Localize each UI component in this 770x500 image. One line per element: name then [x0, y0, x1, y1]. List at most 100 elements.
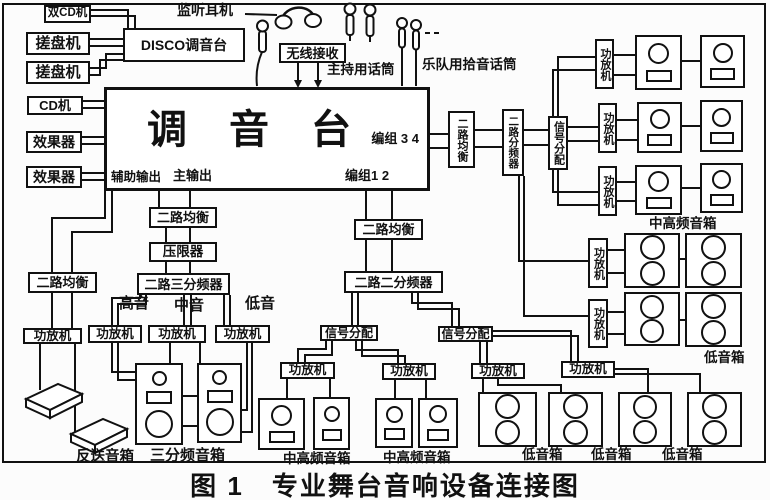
speaker-cone-icon: [323, 406, 340, 422]
crossover-2way-box: 二路二分频器: [344, 271, 443, 293]
amp-bottom-1-box: 功放机: [280, 362, 335, 379]
wire: [552, 170, 598, 193]
wire: [557, 56, 595, 116]
speaker-mid-high: [258, 398, 305, 450]
figure-caption: 图 1 专业舞台音响设备连接图: [190, 471, 580, 500]
speaker-mid-high: [700, 163, 743, 213]
signal-dist-top-right-box: 信号分配: [548, 116, 568, 170]
speaker-cone-icon: [712, 107, 731, 127]
speaker-cone-icon: [648, 43, 669, 64]
low-speaker-label-3: 低音箱: [662, 447, 703, 462]
device-turntable-1: 搓盘机: [26, 32, 90, 55]
mixer-main-out-label: 主输出: [173, 168, 213, 183]
speaker-mid-high: [635, 35, 682, 90]
speaker-cone-icon: [271, 405, 292, 426]
equalizer-aux-box: 二路均衡: [28, 272, 97, 293]
speaker-mid-high: [700, 35, 745, 88]
speaker-port-icon: [146, 391, 172, 404]
mh-speaker-label-1: 中高频音箱: [283, 451, 351, 466]
monitor-headphones-icon: [274, 6, 322, 30]
host-mic-label: 主持用话筒: [327, 62, 395, 77]
speaker-cone-icon: [701, 319, 726, 345]
amp-monitor-box: 功放机: [23, 328, 82, 344]
amp-bass-box: 功放机: [215, 325, 270, 343]
speaker-low: [687, 392, 742, 447]
wireless-microphone-icon: [343, 2, 357, 41]
speaker-cone-icon: [633, 420, 657, 444]
wire: [111, 343, 135, 373]
speaker-low: [478, 392, 537, 447]
equalizer-main-box: 二路均衡: [149, 207, 217, 228]
bass-label: 低音: [245, 295, 276, 312]
mh-speaker-label-2: 中高频音箱: [383, 450, 451, 465]
mh-speaker-label-right: 中高频音箱: [649, 216, 717, 231]
wire: [117, 343, 135, 381]
diagram-border: [2, 3, 766, 463]
wire: [51, 191, 106, 272]
amp-right-1-box: 功放机: [595, 39, 614, 89]
device-effects-2: 效果器: [26, 166, 82, 188]
speaker-port-icon: [710, 68, 735, 81]
speaker-low: [685, 292, 742, 347]
wire: [91, 9, 129, 28]
pickup-microphone-icon: [410, 19, 422, 51]
amp-bottom-3-box: 功放机: [471, 363, 525, 379]
speaker-port-icon: [383, 428, 405, 441]
signal-dist-left-box: 信号分配: [320, 325, 378, 341]
wire: [493, 330, 572, 361]
low-speaker-label-right: 低音箱: [704, 350, 745, 365]
device-effects-1: 效果器: [26, 131, 82, 153]
wire: [242, 343, 248, 411]
speaker-port-icon: [709, 194, 734, 206]
wire: [242, 343, 253, 433]
treble-label: 高音: [119, 295, 150, 312]
speaker-mid-high: [313, 397, 350, 450]
speaker-cone-icon: [145, 409, 173, 438]
stage-monitor-wedge-icon: [49, 392, 83, 420]
pickup-microphone-icon: [396, 17, 408, 49]
speaker-cone-icon: [648, 171, 669, 193]
wire: [552, 69, 595, 116]
wired-microphone-icon: [255, 19, 269, 87]
speaker-port-icon: [645, 196, 672, 209]
speaker-low: [685, 233, 742, 288]
wire: [518, 176, 588, 262]
speaker-mid-high: [418, 398, 458, 448]
crossover-3way-box: 二路三分频器: [137, 273, 230, 295]
speaker-cone-icon: [701, 294, 726, 320]
speaker-cone-icon: [649, 109, 670, 129]
speaker-3way: [197, 363, 242, 443]
speaker-cone-icon: [495, 394, 520, 420]
mixer-group-34-label: 编组 3 4: [371, 131, 419, 146]
wire: [557, 170, 598, 206]
speaker-cone-icon: [640, 319, 664, 344]
device-cd-player: CD机: [27, 96, 83, 115]
wire: [615, 368, 649, 392]
speaker-mid-high: [700, 100, 743, 152]
speaker-port-icon: [268, 431, 295, 443]
monitor-headphones-label: 监听耳机: [177, 2, 233, 18]
amp-bottom-2-box: 功放机: [382, 363, 436, 380]
speaker-cone-icon: [151, 370, 167, 386]
speaker-cone-icon: [640, 294, 664, 319]
wire: [361, 341, 406, 363]
main-mixer-box: 调音台 编组 3 4 辅助输出 主输出 编组1 2: [104, 87, 430, 191]
speaker-port-icon: [647, 134, 672, 146]
wire: [411, 293, 453, 326]
speaker-3way: [135, 363, 183, 445]
speaker-port-icon: [709, 132, 734, 145]
amp-bottom-4-box: 功放机: [561, 361, 615, 378]
speaker-low: [624, 292, 680, 346]
wireless-microphone-icon: [363, 3, 377, 42]
speaker-low: [548, 392, 603, 447]
speaker-low: [618, 392, 672, 447]
monitor-speaker-label: 反送音箱: [76, 449, 134, 465]
speaker-cone-icon: [429, 405, 447, 424]
speaker-port-icon: [206, 390, 233, 403]
signal-dist-right-box: 信号分配: [438, 326, 493, 342]
amp-treble-box: 功放机: [88, 325, 142, 343]
speaker-cone-icon: [702, 419, 727, 445]
wire: [117, 295, 147, 325]
amp-right-3-box: 功放机: [598, 166, 617, 216]
